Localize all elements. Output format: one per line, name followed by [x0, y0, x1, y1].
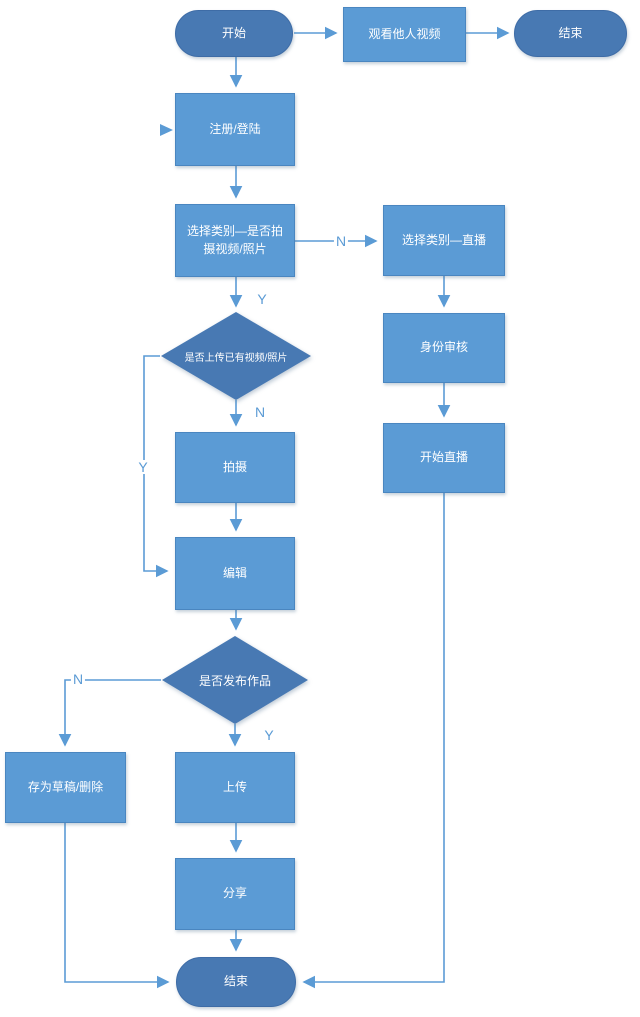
node-share: 分享	[175, 858, 295, 930]
edge-label-choose-yes: Y	[255, 291, 269, 307]
dangling-arrowhead-register	[160, 124, 173, 136]
node-shoot: 拍摄	[175, 432, 295, 503]
node-watch-videos: 观看他人视频	[343, 7, 466, 62]
edge-draft-to-end	[64, 823, 170, 989]
edge-diamond2-no-to-draft	[58, 679, 161, 747]
node-identity-review: 身份审核	[383, 313, 505, 383]
edge-startlive-to-end	[302, 493, 445, 989]
edge-label-choose-no: N	[333, 233, 349, 249]
node-choose-category-live: 选择类别—直播	[383, 205, 505, 276]
node-end-top: 结束	[514, 10, 627, 57]
node-start: 开始	[175, 10, 293, 57]
node-edit: 编辑	[175, 537, 295, 610]
edge-label-publish-yes: Y	[262, 727, 276, 743]
node-end-bottom: 结束	[176, 957, 296, 1007]
node-publish-decision: 是否发布作品	[162, 636, 308, 724]
edge-label-publish-no: N	[70, 671, 86, 687]
edge-label-upload-existing-yes: Y	[136, 459, 150, 475]
node-choose-category-shoot: 选择类别—是否拍摄视频/照片	[175, 204, 295, 277]
node-start-live: 开始直播	[383, 423, 505, 493]
publish-decision-label: 是否发布作品	[162, 636, 308, 724]
node-upload-existing-decision: 是否上传已有视频/照片	[161, 312, 311, 400]
edge-label-upload-existing-no: N	[252, 404, 268, 420]
node-save-draft-delete: 存为草稿/删除	[5, 752, 126, 823]
node-upload: 上传	[175, 752, 295, 823]
node-register-login: 注册/登陆	[175, 93, 295, 166]
upload-existing-decision-label: 是否上传已有视频/照片	[161, 312, 311, 400]
